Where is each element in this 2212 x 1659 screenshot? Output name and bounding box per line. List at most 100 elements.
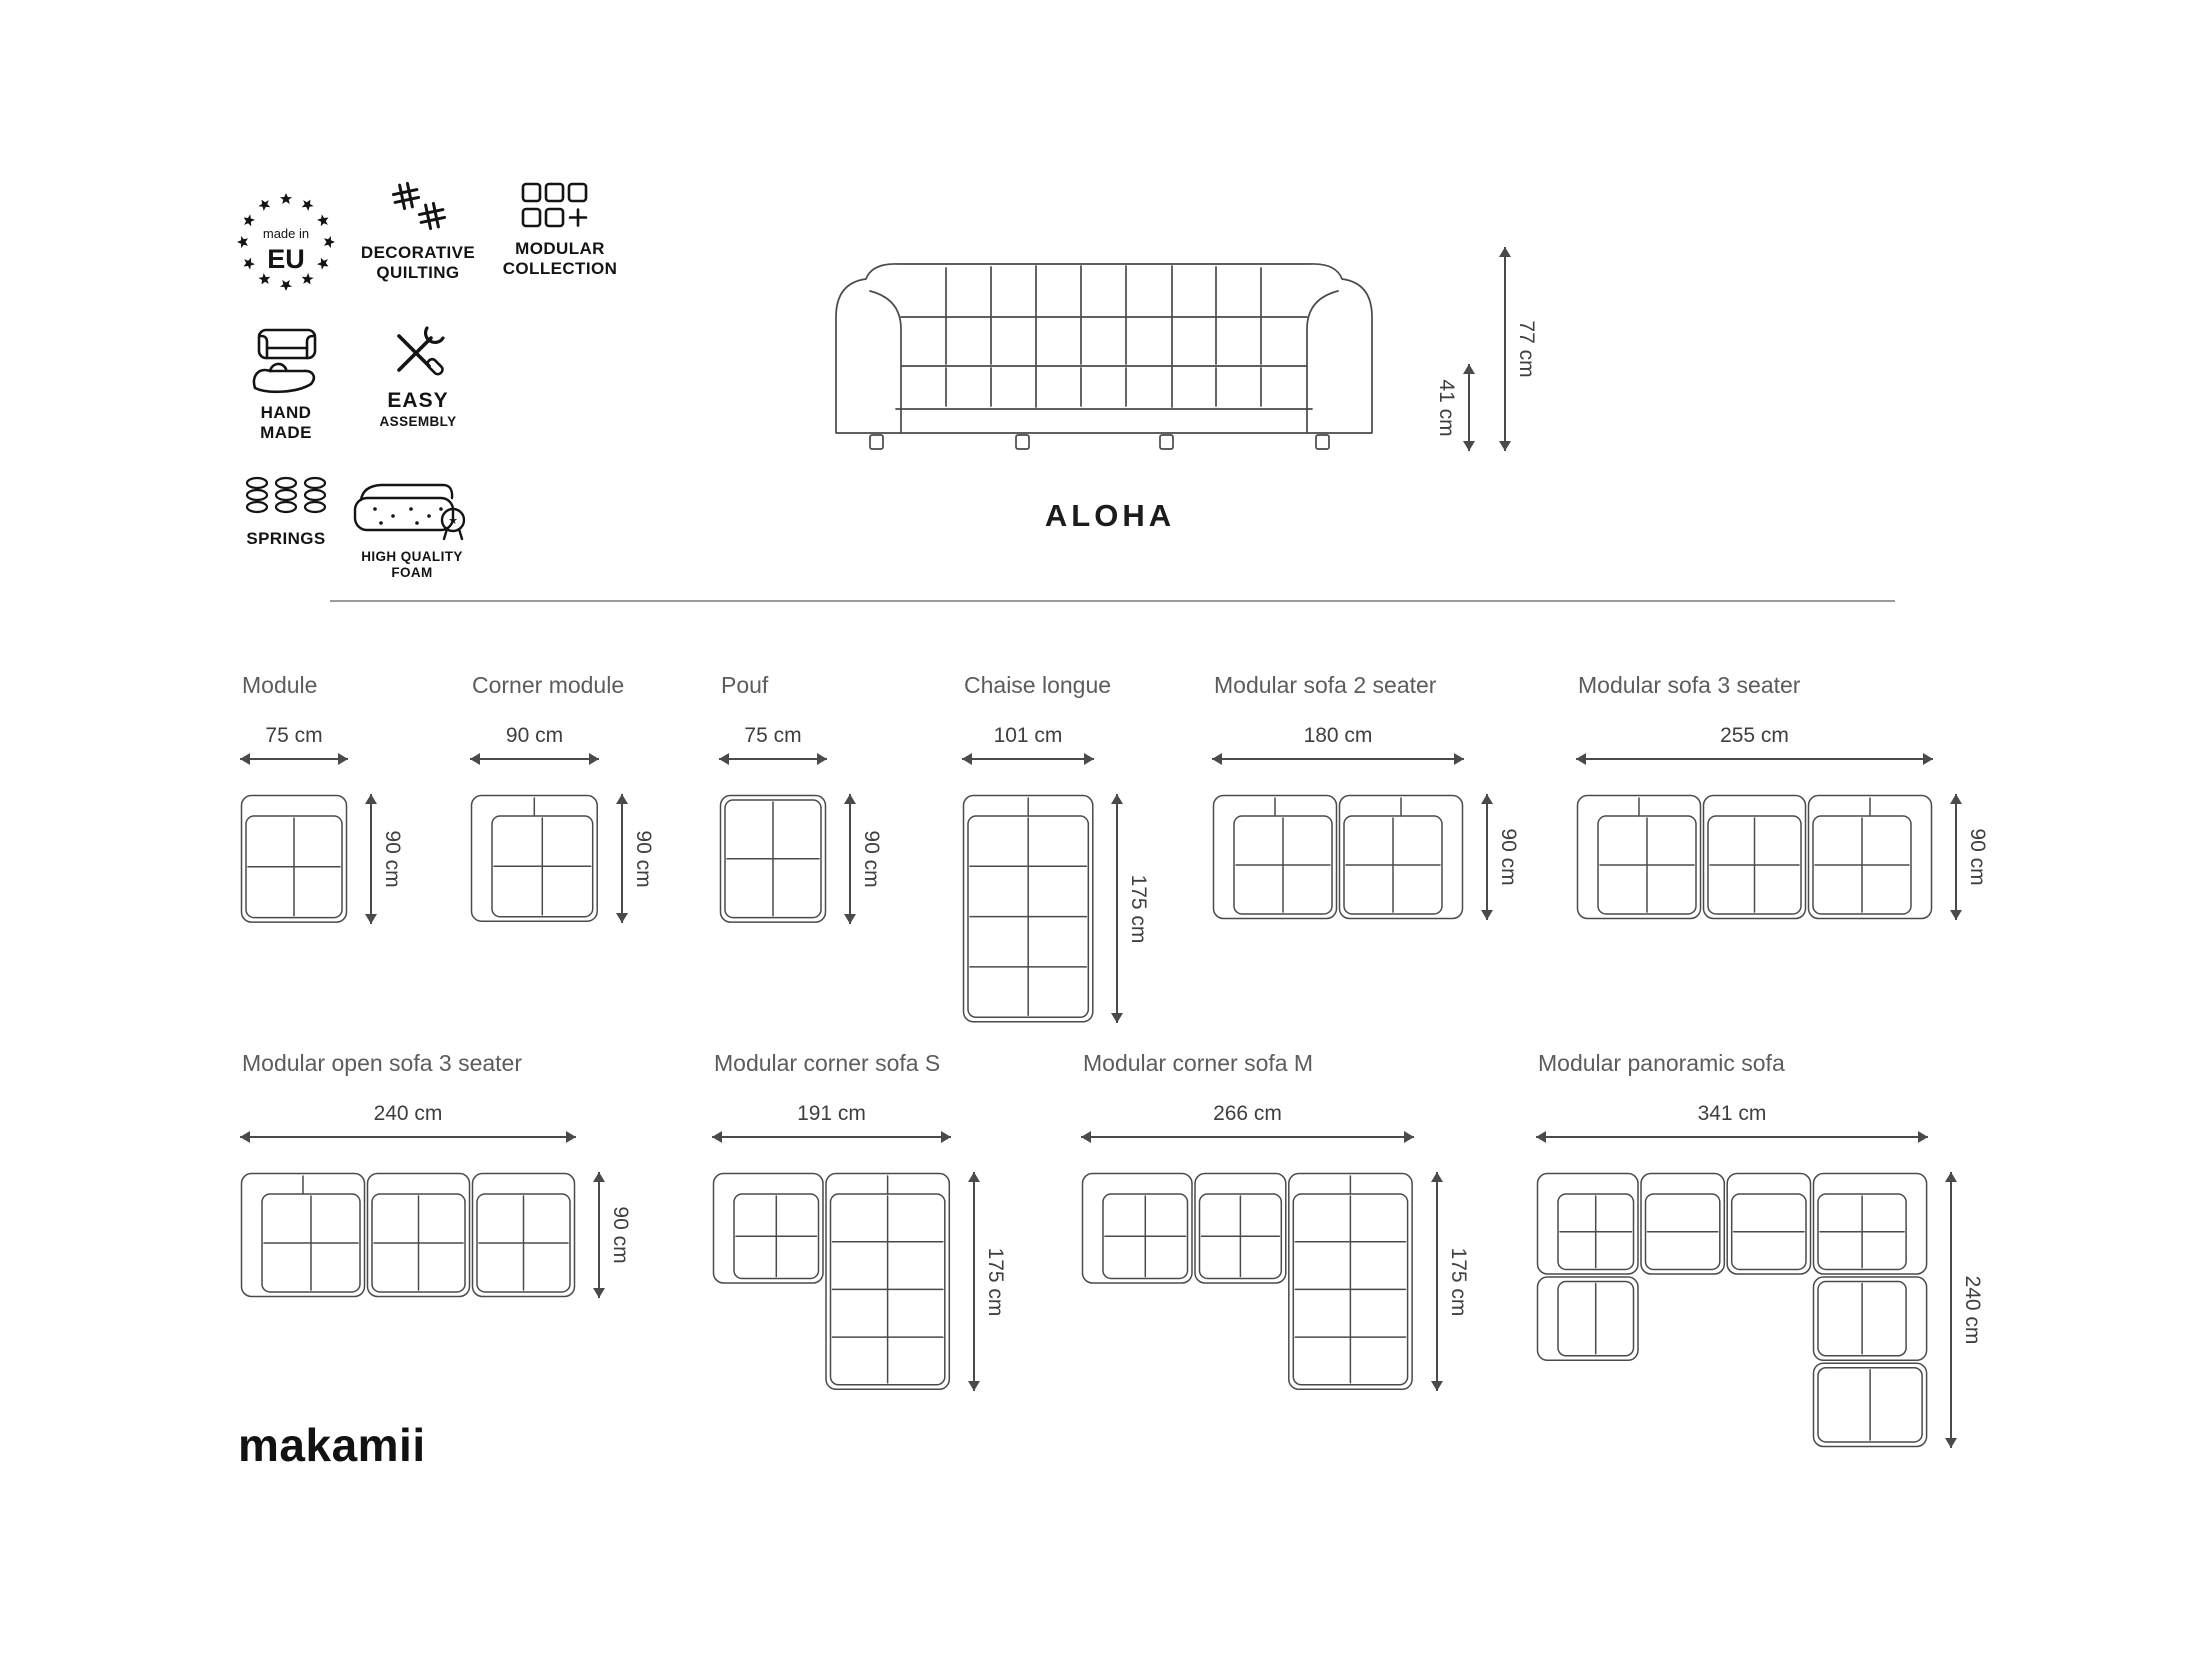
width-dimension-label: 180 cm [1303, 724, 1373, 747]
depth-dimension-arrow [616, 794, 628, 923]
width-dimension-label: 191 cm [797, 1102, 866, 1125]
corner-module-top-view-diagram [470, 794, 599, 923]
seat-height-label: 41 cm [1435, 378, 1458, 437]
width-dimension-label: 255 cm [1720, 724, 1789, 747]
product-title: Modular corner sofa S [714, 1050, 941, 1076]
depth-dimension-label: 175 cm [1127, 874, 1150, 943]
product-title: Modular open sofa 3 seater [242, 1050, 523, 1076]
badge-made-in-eu: made in EU [228, 186, 344, 298]
width-dimension: 191 cm [712, 1102, 951, 1143]
depth-dimension-arrow [844, 794, 856, 924]
foam-label-line1: HIGH QUALITY [361, 549, 463, 564]
depth-dimension-arrow [968, 1172, 980, 1391]
product-title: Pouf [721, 672, 769, 698]
sofa-3-seater-top-view-diagram [1576, 794, 1933, 920]
depth-dimension-arrow [365, 794, 377, 924]
eu-label: EU [267, 244, 305, 274]
width-dimension-label: 240 cm [373, 1102, 443, 1125]
depth-dimension-arrow [1111, 794, 1123, 1023]
easy-assembly-icon [397, 326, 445, 376]
springs-label: SPRINGS [246, 529, 326, 548]
made-in-label: made in [263, 226, 309, 241]
sofa-2-seater-top-view-diagram [1212, 794, 1464, 920]
width-dimension-label: 75 cm [744, 724, 802, 747]
seat-height-arrow [1463, 364, 1475, 451]
depth-dimension-label: 90 cm [1497, 828, 1520, 886]
width-dimension-label: 101 cm [993, 724, 1063, 747]
modular-collection-icon [521, 182, 588, 228]
modular-label-line2: COLLECTION [502, 259, 618, 279]
depth-dimension-arrow [593, 1172, 605, 1298]
width-dimension: 180 cm [1212, 724, 1464, 765]
foam-icon: ★ [353, 483, 466, 541]
width-dimension: 266 cm [1081, 1102, 1414, 1143]
width-dimension-arrow [1212, 753, 1464, 765]
product-title: Modular sofa 2 seater [1214, 672, 1437, 698]
handmade-label-line2: MADE [260, 423, 312, 443]
assembly-label-line1: EASY [387, 389, 449, 412]
made-in-eu-icon: made in EU [237, 193, 335, 291]
badge-high-quality-foam: ★ HIGH QUALITY FOAM [344, 478, 480, 581]
section-divider [330, 600, 1895, 602]
width-dimension-label: 341 cm [1697, 1102, 1767, 1125]
depth-dimension-label: 175 cm [984, 1247, 1007, 1316]
width-dimension-arrow [240, 1131, 576, 1143]
corner-sofa-s-top-view-diagram [712, 1172, 951, 1391]
panoramic-sofa-top-view-diagram [1536, 1172, 1928, 1448]
width-dimension-arrow [962, 753, 1094, 765]
width-dimension: 75 cm [719, 724, 827, 765]
badge-springs: SPRINGS [230, 474, 342, 549]
depth-dimension-label: 90 cm [860, 830, 883, 888]
depth-dimension-label: 90 cm [609, 1206, 632, 1264]
brand-logo: makamii [238, 1419, 426, 1471]
depth-dimension-label: 90 cm [1966, 828, 1989, 886]
quilting-label-line1: DECORATIVE [360, 243, 476, 262]
svg-text:★: ★ [448, 515, 458, 527]
width-dimension: 90 cm [470, 724, 599, 765]
hand-made-icon [252, 328, 317, 394]
product-title: Module [242, 672, 318, 698]
width-dimension: 101 cm [962, 724, 1094, 765]
assembly-label-line2: ASSEMBLY [379, 413, 457, 429]
quilting-label-line2: QUILTING [376, 263, 460, 283]
handmade-label-line1: HAND [260, 403, 312, 422]
springs-icon [245, 476, 327, 514]
width-dimension-arrow [470, 753, 599, 765]
quilting-icon [391, 181, 447, 231]
corner-sofa-m-top-view-diagram [1081, 1172, 1414, 1391]
badge-decorative-quilting: DECORATIVE QUILTING [350, 178, 486, 283]
depth-dimension-label: 90 cm [632, 829, 655, 888]
depth-dimension-label: 175 cm [1447, 1247, 1470, 1316]
width-dimension-arrow [1536, 1131, 1928, 1143]
width-dimension: 341 cm [1536, 1102, 1928, 1143]
width-dimension: 75 cm [240, 724, 348, 765]
sofa-front-illustration [804, 237, 1404, 464]
depth-dimension-arrow [1431, 1172, 1443, 1391]
product-title: Corner module [472, 672, 625, 698]
width-dimension-arrow [1576, 753, 1933, 765]
module-top-view-diagram [240, 794, 348, 924]
depth-dimension-arrow [1481, 794, 1493, 920]
depth-dimension-arrow [1945, 1172, 1957, 1448]
width-dimension-arrow [712, 1131, 951, 1143]
badge-modular-collection: MODULAR COLLECTION [492, 182, 628, 279]
width-dimension-arrow [719, 753, 827, 765]
width-dimension: 240 cm [240, 1102, 576, 1143]
total-height-arrow [1499, 247, 1511, 451]
chaise-longue-top-view-diagram [962, 794, 1094, 1023]
depth-dimension-label: 240 cm [1961, 1275, 1984, 1345]
badge-hand-made: HAND MADE [228, 322, 344, 443]
width-dimension: 255 cm [1576, 724, 1933, 765]
product-title: Modular panoramic sofa [1538, 1050, 1785, 1076]
badge-easy-assembly: EASY ASSEMBLY [352, 322, 484, 430]
depth-dimension-label: 90 cm [381, 830, 404, 888]
product-title: Modular sofa 3 seater [1578, 672, 1801, 698]
open-sofa-3-seater-top-view-diagram [240, 1172, 576, 1298]
width-dimension-label: 266 cm [1213, 1102, 1282, 1125]
collection-title: ALOHA [1044, 498, 1176, 533]
width-dimension-arrow [240, 753, 348, 765]
product-title: Chaise longue [964, 672, 1112, 698]
depth-dimension-arrow [1950, 794, 1962, 920]
width-dimension-label: 90 cm [505, 724, 564, 747]
product-title: Modular corner sofa M [1083, 1050, 1314, 1076]
